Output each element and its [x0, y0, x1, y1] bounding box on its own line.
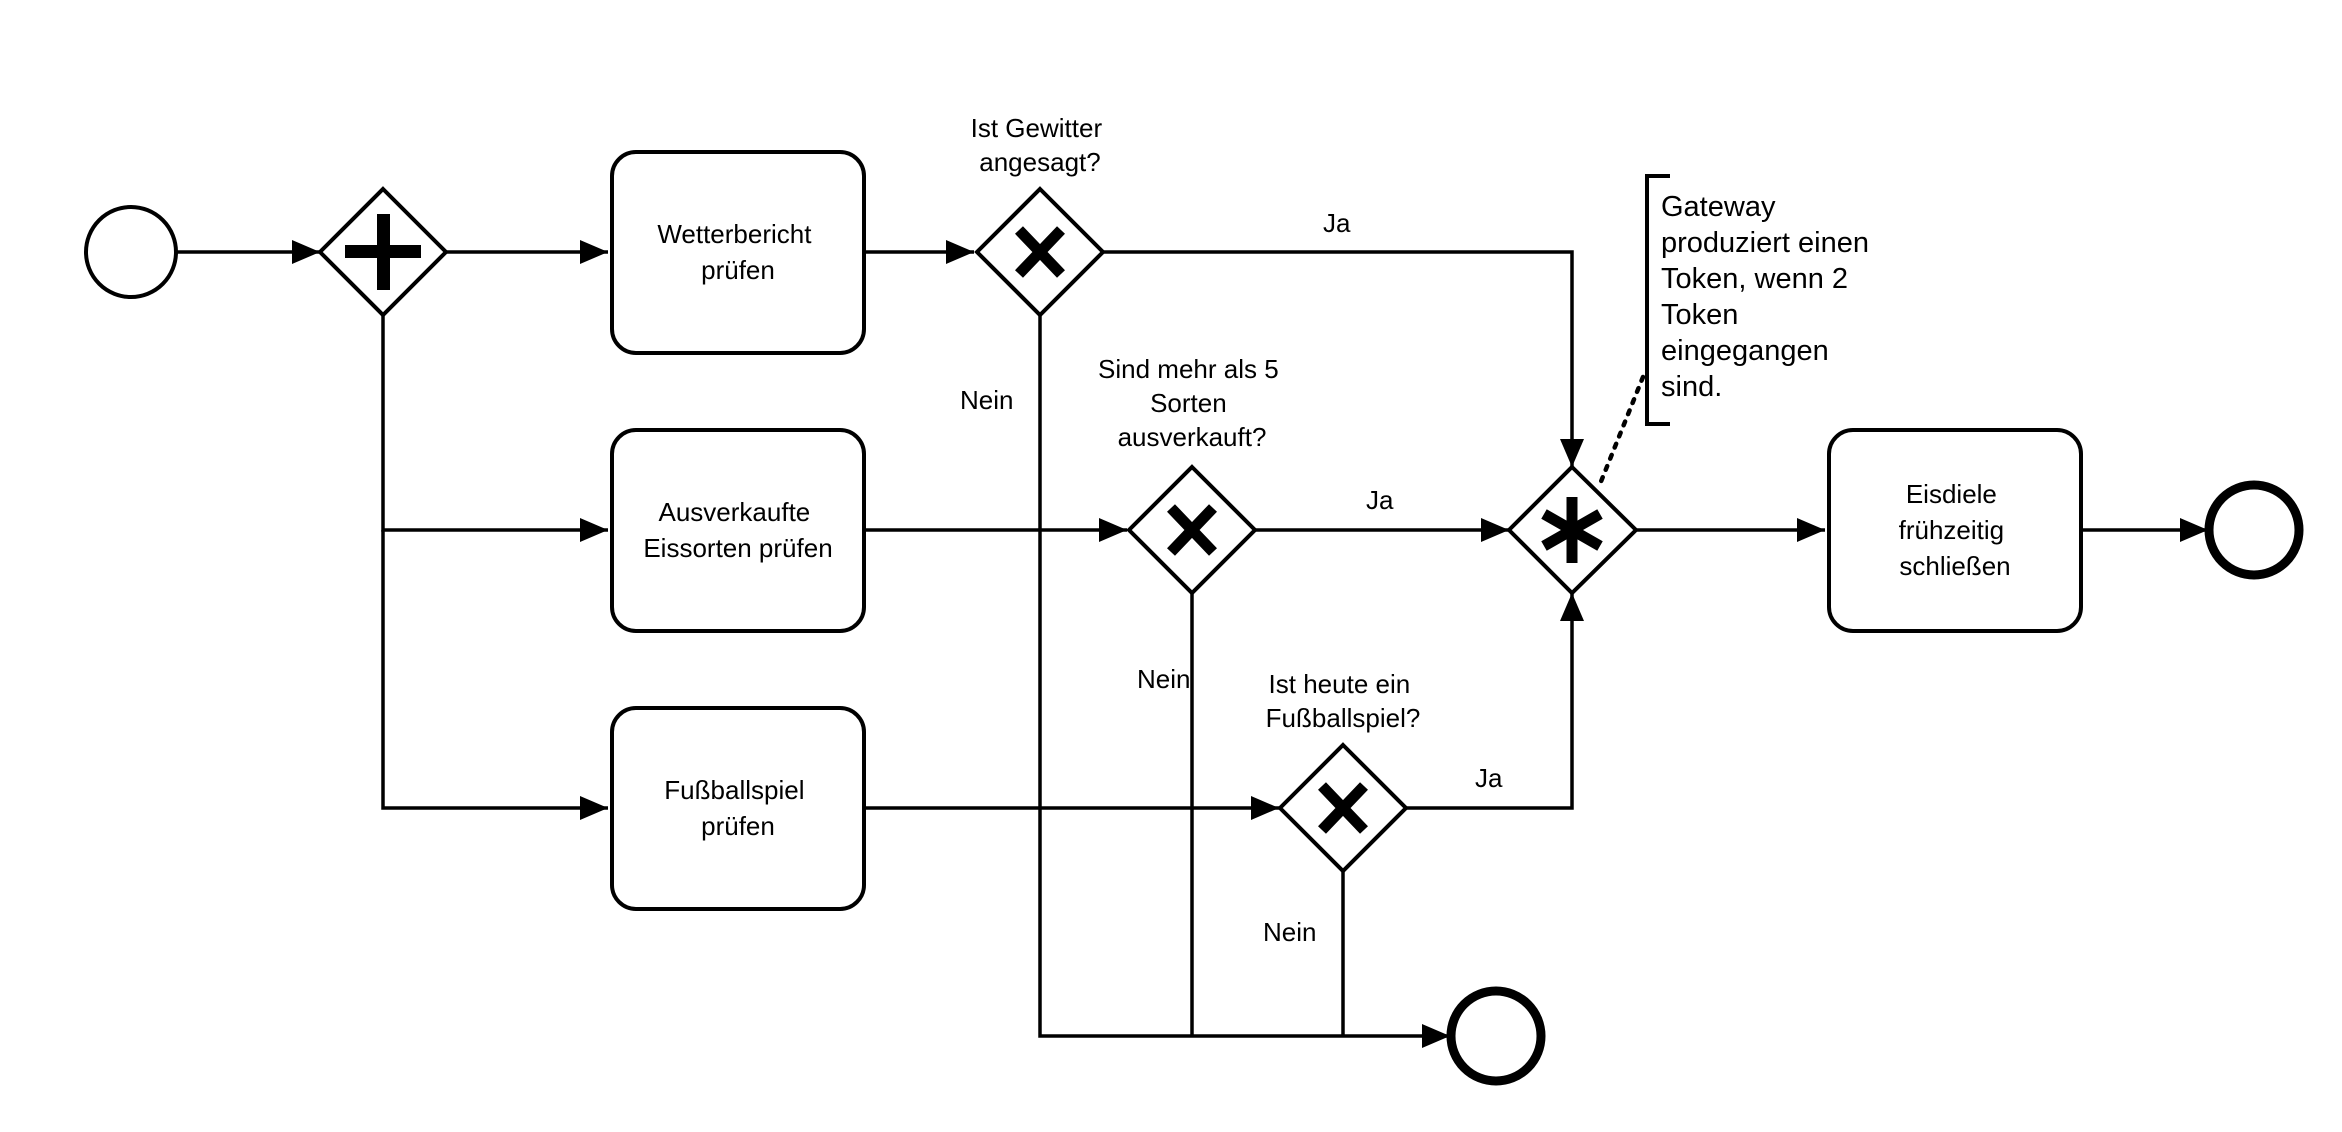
flow-storm-yes [1103, 250, 1584, 467]
svg-text:Wetterbericht prüfen: Wetterbericht prüfen [657, 219, 818, 285]
football-gateway [1277, 742, 1409, 874]
annotation-association [1597, 374, 1646, 487]
complex-join-gateway [1506, 464, 1639, 596]
football-question: Ist heute ein Fußballspiel? [1266, 669, 1421, 733]
text-annotation: Gateway produziert einen Token, wenn 2 T… [1597, 174, 1877, 487]
flavors-question: Sind mehr als 5 Sorten ausverkauft? [1098, 354, 1286, 452]
svg-text:Ausverkaufte Eissorten p: Ausverkaufte Eissorten prüfen [643, 497, 832, 563]
label-storm-no: Nein [960, 385, 1013, 415]
task-close-shop: Eisdiele frühzeitig schließen [1827, 428, 2083, 633]
flavors-gateway [1126, 464, 1258, 596]
flow-football-yes [1406, 593, 1584, 810]
plus-icon [345, 214, 421, 290]
sequence-flows [177, 240, 2208, 1048]
flow-split-to-football [381, 530, 608, 820]
start-event [84, 205, 178, 299]
flow-split-to-flavors [381, 315, 608, 542]
label-flavors-no: Nein [1137, 664, 1190, 694]
task-weather: Wetterbericht prüfen [610, 150, 866, 355]
task-weather-line-1: Wetterbericht [657, 219, 812, 249]
task-close-line-3: schließen [1899, 551, 2010, 581]
label-storm-yes: Ja [1323, 208, 1351, 238]
end-event-close [2204, 480, 2304, 580]
end-event-open [1446, 986, 1546, 1086]
task-flavors-line-2: Eissorten prüfen [643, 533, 832, 563]
annotation-bracket [1645, 174, 1670, 426]
svg-text:Eisdiele frühzeitig: Eisdiele frühzeitig schließen [1899, 479, 2012, 581]
task-close-line-2: frühzeitig [1899, 515, 2005, 545]
storm-gateway [974, 186, 1106, 318]
task-football-line-2: prüfen [701, 811, 775, 841]
label-football-yes: Ja [1475, 763, 1503, 793]
task-flavors: Ausverkaufte Eissorten prüfen [610, 428, 866, 633]
annotation-text: Gateway produziert einen Token, wenn 2 T… [1661, 191, 1877, 403]
parallel-split-gateway [317, 186, 449, 318]
storm-question: Ist Gewitter angesagt? [971, 113, 1110, 177]
flow-storm-no [1038, 315, 1450, 1048]
task-flavors-line-1: Ausverkaufte [659, 497, 811, 527]
task-football: Fußballspiel prüfen [610, 706, 866, 911]
label-flavors-yes: Ja [1366, 485, 1394, 515]
asterisk-icon [1541, 497, 1603, 563]
task-football-line-1: Fußballspiel [664, 775, 804, 805]
svg-text:Fußballspiel prüfen: Fußballspiel prüfen [664, 775, 811, 841]
label-football-no: Nein [1263, 917, 1316, 947]
x-icon [1167, 504, 1217, 556]
x-icon [1015, 226, 1065, 278]
task-weather-line-2: prüfen [701, 255, 775, 285]
task-close-line-1: Eisdiele [1906, 479, 1997, 509]
x-icon [1318, 782, 1368, 834]
